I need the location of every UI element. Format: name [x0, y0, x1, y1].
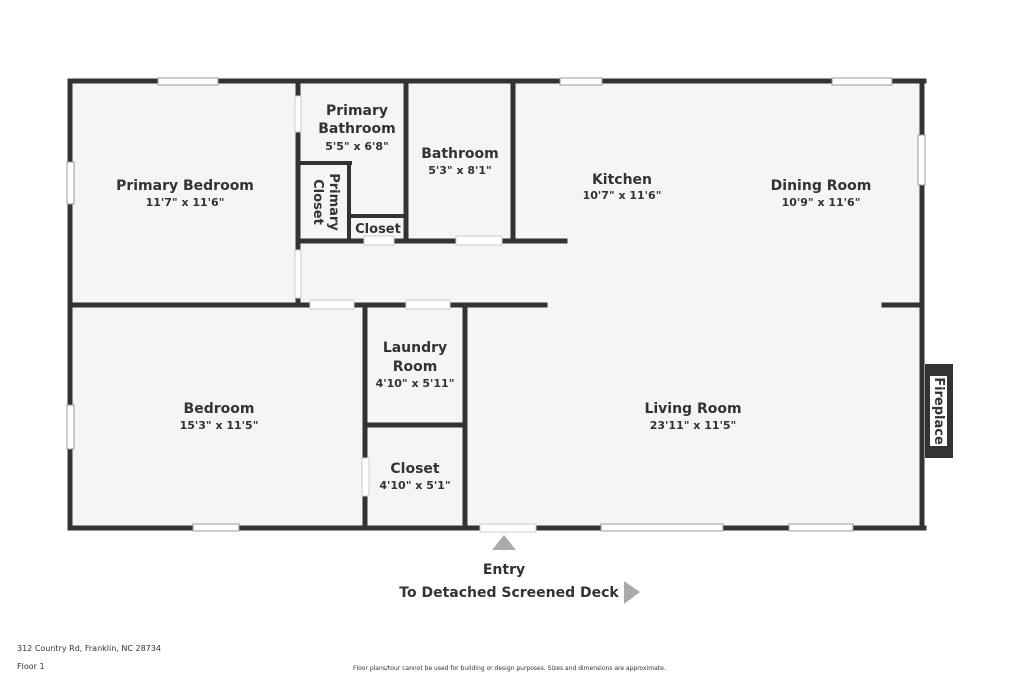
closet-small-name: Closet: [355, 222, 401, 237]
primary-bathroom-dims: 5'5" x 6'8": [325, 140, 389, 153]
kitchen-name: Kitchen: [592, 172, 652, 188]
primary-bedroom-name: Primary Bedroom: [116, 178, 254, 194]
windows: [66, 77, 926, 532]
laundry-room-name-1: Laundry: [383, 340, 447, 356]
primary-closet-name-1: Primary: [326, 173, 341, 231]
dining-room-name: Dining Room: [771, 178, 872, 194]
address-text: 312 Country Rd, Franklin, NC 28734: [17, 644, 161, 653]
primary-closet-name-2: Closet: [310, 179, 325, 225]
fireplace-label: Fireplace: [931, 377, 946, 445]
fireplace: Fireplace: [925, 364, 953, 458]
closet-lower-name: Closet: [390, 461, 440, 477]
bedroom-dims: 15'3" x 11'5": [180, 419, 259, 432]
door-openings: [294, 95, 537, 533]
dining-room-dims: 10'9" x 11'6": [782, 196, 861, 209]
entry-arrow-icon: [492, 535, 516, 550]
primary-bedroom-dims: 11'7" x 11'6": [146, 196, 225, 209]
living-room-name: Living Room: [644, 401, 741, 417]
bathroom-name: Bathroom: [421, 146, 499, 162]
deck-label: To Detached Screened Deck: [399, 585, 619, 601]
primary-bathroom-name-2: Bathroom: [318, 121, 396, 137]
deck-arrow-icon: [624, 581, 640, 604]
floor-text: Floor 1: [17, 662, 45, 671]
closet-lower-dims: 4'10" x 5'1": [379, 479, 450, 492]
entry-label: Entry: [483, 562, 525, 578]
primary-closet-label: Primary Closet: [310, 173, 341, 231]
primary-bathroom-name-1: Primary: [326, 103, 388, 119]
bedroom-name: Bedroom: [184, 401, 255, 417]
kitchen-dims: 10'7" x 11'6": [583, 189, 662, 202]
disclaimer-text: Floor plans/tour cannot be used for buil…: [353, 665, 666, 672]
laundry-room-name-2: Room: [393, 359, 438, 375]
living-room-dims: 23'11" x 11'5": [650, 419, 737, 432]
laundry-room-dims: 4'10" x 5'11": [376, 377, 455, 390]
bathroom-dims: 5'3" x 8'1": [428, 164, 492, 177]
